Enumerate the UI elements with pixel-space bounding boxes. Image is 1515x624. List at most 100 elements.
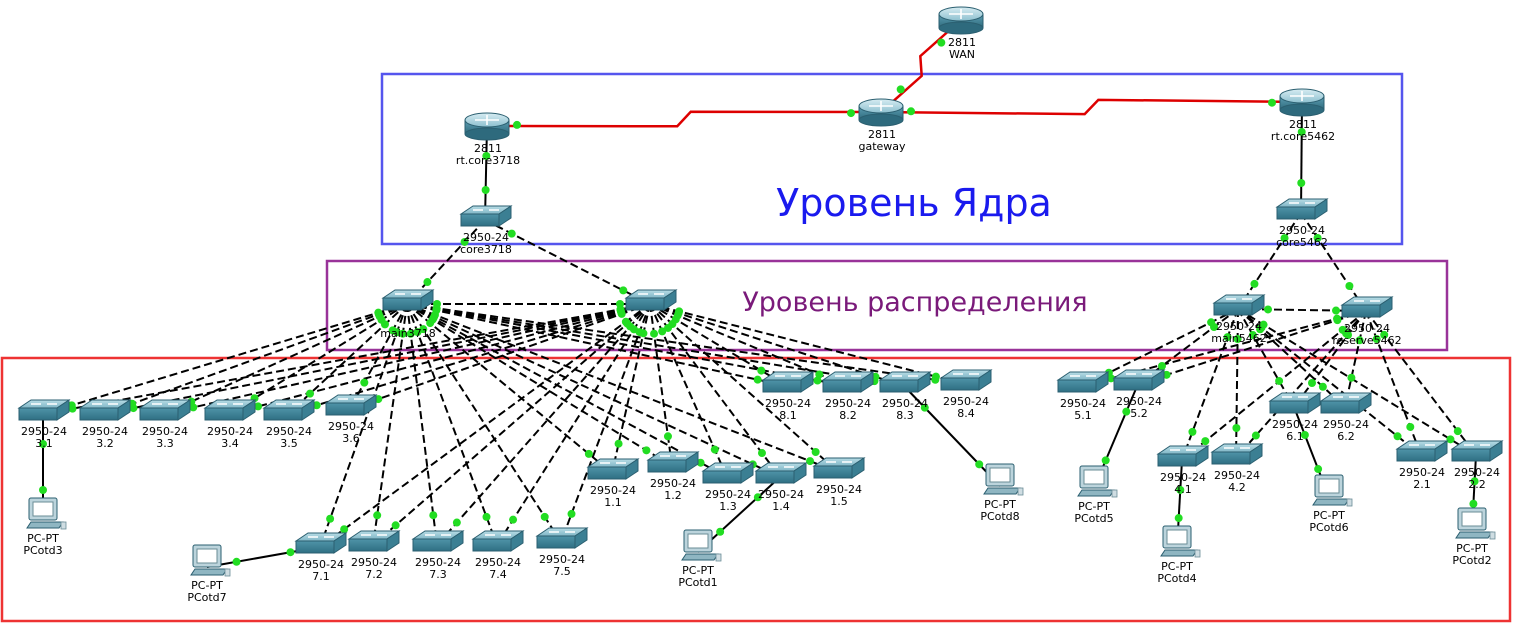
pc-keyboard-icon [1312,498,1350,506]
device-switch-s82[interactable]: 2950-248.2 [821,371,875,422]
port-indicator-s13 [696,458,705,467]
port-indicator-pc2 [1469,499,1478,508]
device-switch-s62[interactable]: 2950-246.2 [1319,392,1373,443]
device-switch-s72[interactable]: 2950-247.2 [347,530,401,581]
switch-side-icon [860,371,874,393]
device-switch-s75[interactable]: 2950-247.5 [535,527,589,578]
port-indicator-s71 [286,548,295,557]
link-cross-dr37-s36 [349,303,651,410]
pc-keyboard-icon [1077,489,1115,497]
device-switch-s22[interactable]: 2950-242.2 [1450,440,1504,491]
device-switch-s73[interactable]: 2950-247.3 [411,530,465,581]
device-switch-s83[interactable]: 2950-248.3 [878,371,932,422]
switch-front-icon [822,379,862,393]
switch-side-icon [56,399,70,421]
device-switch-s34[interactable]: 2950-243.4 [203,399,257,450]
port-indicator-s14 [757,449,766,458]
device-switch-s14[interactable]: 2950-241.4 [754,462,808,513]
device-name-label: 6.2 [1337,430,1355,443]
device-switch-s21[interactable]: 2950-242.1 [1395,440,1449,491]
switch-side-icon [1307,392,1321,414]
switch-side-icon [1358,392,1372,414]
switch-front-icon [1341,304,1381,318]
port-indicator-s71 [340,525,349,534]
device-model-label: 2950-24 [1323,418,1369,431]
switch-side-icon [800,371,814,393]
device-switch-s61[interactable]: 2950-246.1 [1268,392,1322,443]
device-switch-dm37[interactable]: main3718 [380,289,436,340]
device-switch-s71[interactable]: 2950-247.1 [294,532,348,583]
device-model-label: 2950-24 [1399,466,1445,479]
pc-mouse-icon [1194,549,1201,558]
switch-front-icon [325,402,365,416]
device-switch-s84[interactable]: 2950-248.4 [939,369,993,420]
device-switch-s35[interactable]: 2950-243.5 [262,399,316,450]
pc-screen-icon [1166,529,1188,545]
port-indicator-dm37 [380,320,389,329]
device-model-label: PC-PT [1456,542,1488,555]
pc-mouse-icon [1017,487,1024,496]
device-switch-s41[interactable]: 2950-244.1 [1156,445,1210,496]
pc-keyboard-icon [1455,531,1493,539]
device-model-label: 2950-24 [1060,397,1106,410]
device-switch-s74[interactable]: 2950-247.4 [471,530,525,581]
port-indicator-s61 [1300,430,1309,439]
port-indicator-s61 [1308,379,1316,387]
port-indicator-dm54 [1223,333,1232,342]
device-switch-s52[interactable]: 2950-245.2 [1112,369,1166,420]
port-indicator-dr54 [1355,336,1364,345]
port-indicator-gw [847,109,856,118]
device-switch-s15[interactable]: 2950-241.5 [812,457,866,508]
device-name-label: main5462 [1211,332,1266,345]
distribution-layer-frame [325,259,1449,352]
link-cross-dm54-s61 [1237,308,1295,408]
device-switch-s32[interactable]: 2950-243.2 [78,399,132,450]
device-switch-dr37[interactable] [624,289,678,311]
port-indicator-s36 [360,378,369,387]
link-cross-dm54-dr54 [1237,308,1367,312]
device-name-label: 4.1 [1174,483,1192,496]
link-cross-sc54-dr54 [1300,212,1367,312]
device-model-label: 2950-24 [207,425,253,438]
device-switch-s31[interactable]: 2950-243.1 [17,399,71,450]
port-indicator-dm54 [1248,331,1257,340]
device-name-label: PCotd4 [1157,572,1196,585]
device-switch-s42[interactable]: 2950-244.2 [1210,443,1264,494]
device-name-label: 1.2 [664,489,682,502]
port-indicator-gw [906,107,915,116]
device-switch-s12[interactable]: 2950-241.2 [646,451,700,502]
link-cross-dm37-s34 [228,303,408,415]
device-switch-s13[interactable]: 2950-241.3 [701,462,755,513]
port-indicator-s73 [429,511,438,520]
link-cross-dm37-s72 [372,303,408,546]
device-switch-s33[interactable]: 2950-243.3 [138,399,192,450]
device-switch-s51[interactable]: 2950-245.1 [1056,371,1110,422]
device-switch-s81[interactable]: 2950-248.1 [761,371,815,422]
port-indicator-s52 [1158,362,1166,370]
device-switch-s36[interactable]: 2950-243.6 [324,394,378,445]
router-arrows-icon [475,115,499,125]
port-indicator-rc37 [482,151,491,160]
device-name-label: 7.4 [489,568,507,581]
switch-side-icon [1379,296,1393,318]
link-cross-dr54-s61 [1293,310,1367,408]
port-indicator-dr54 [1333,316,1342,325]
device-switch-s11[interactable]: 2950-241.1 [586,458,640,509]
port-indicator-s33 [189,403,198,412]
